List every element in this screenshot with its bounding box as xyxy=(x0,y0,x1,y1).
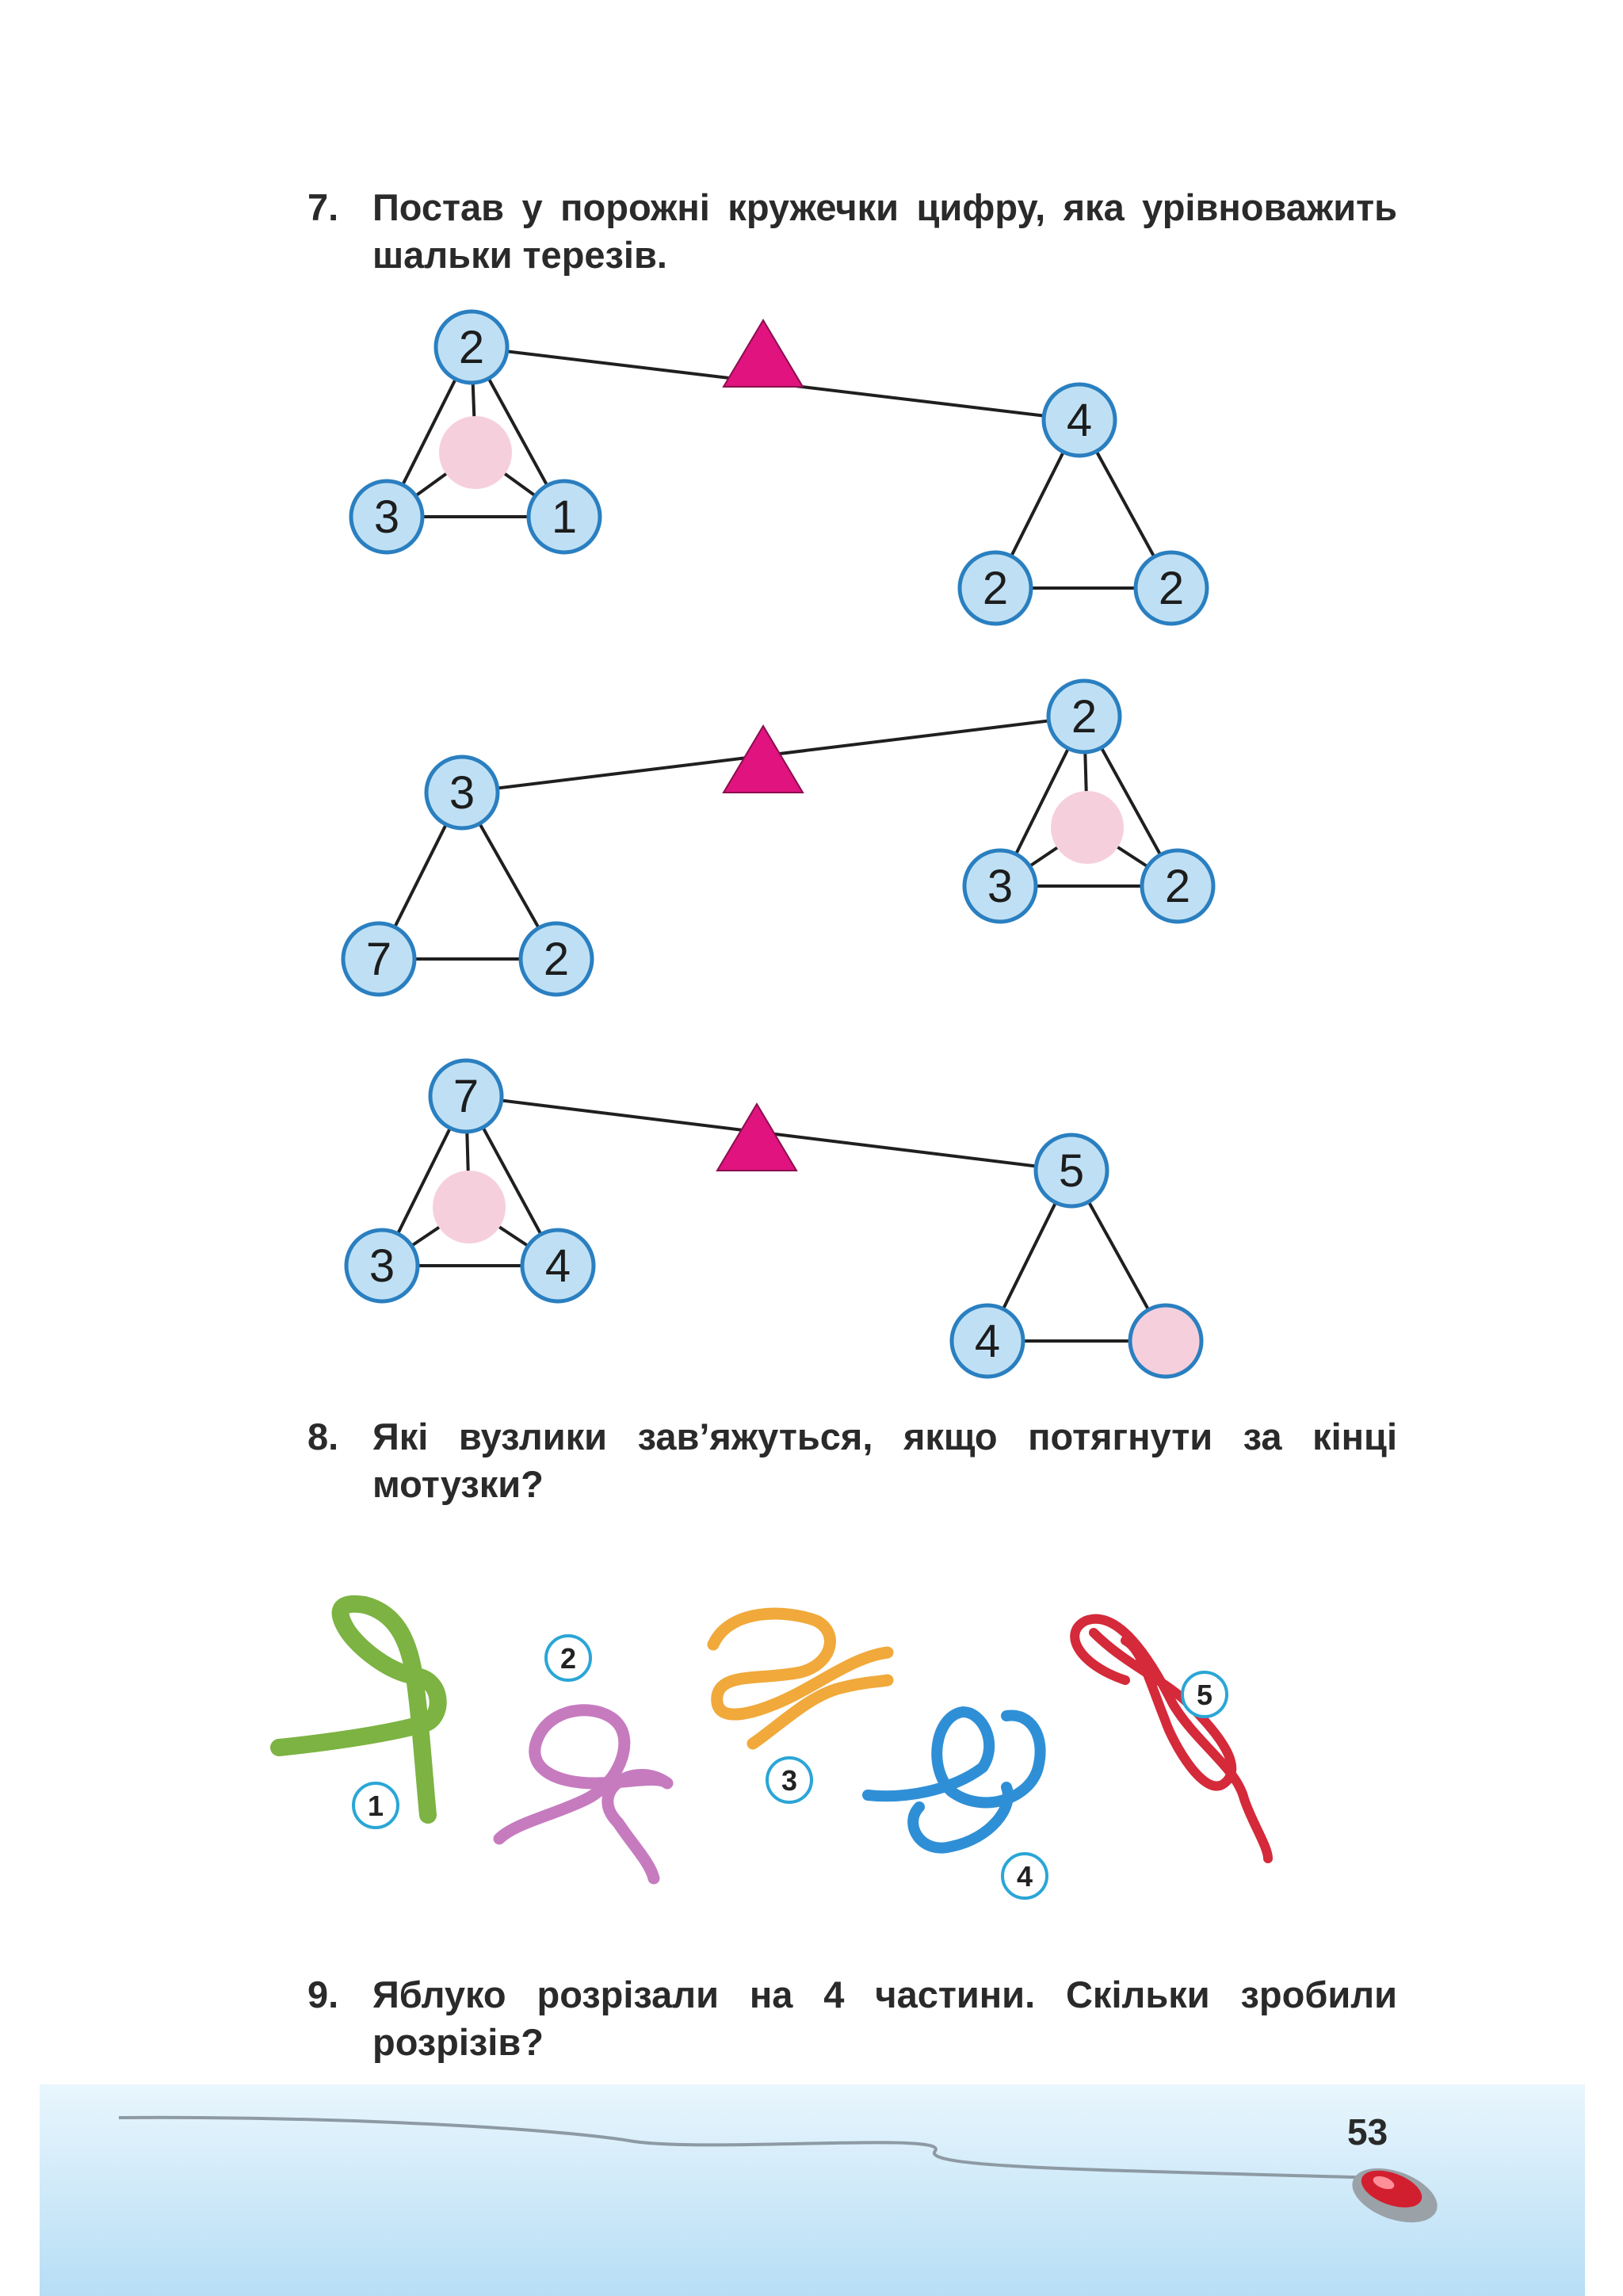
task-8: 8. Які вузлики зав’яжуться, якщо потягну… xyxy=(307,1413,1397,1508)
knot-label-text: 1 xyxy=(368,1790,384,1822)
task-number: 7. xyxy=(307,186,339,228)
node-value: 3 xyxy=(369,1240,395,1292)
node-bottom-left: 3 xyxy=(344,1228,420,1304)
task-number: 9. xyxy=(307,1973,339,2015)
node-top: 3 xyxy=(424,755,500,831)
task-text: Постав у порожні кружечки цифру, яка урі… xyxy=(372,186,1397,276)
node-bottom-left: 7 xyxy=(341,921,417,997)
node-top: 2 xyxy=(433,309,510,385)
node-top: 7 xyxy=(428,1058,504,1134)
node-center-empty[interactable] xyxy=(433,1171,506,1244)
node-bottom-right: 2 xyxy=(1140,848,1216,924)
node-value: 3 xyxy=(987,861,1013,912)
node-center-empty[interactable] xyxy=(439,416,512,489)
knot-5 xyxy=(1070,1614,1273,1863)
left-pan: 2 3 1 xyxy=(349,309,602,555)
node-value: 4 xyxy=(1067,395,1092,446)
mouse-icon xyxy=(1352,2168,1438,2223)
fulcrum-triangle xyxy=(722,724,804,793)
node-value: 2 xyxy=(1165,861,1190,912)
knot-label-2: 2 xyxy=(544,1634,592,1682)
node-top: 5 xyxy=(1033,1133,1109,1209)
knot-4 xyxy=(862,1706,1046,1854)
node-value: 2 xyxy=(544,934,569,985)
task-7: 7. Постав у порожні кружечки цифру, яка … xyxy=(307,184,1397,279)
knot-label-1: 1 xyxy=(352,1782,399,1829)
knot-1 xyxy=(270,1595,447,1824)
node-value: 4 xyxy=(975,1316,1000,1367)
knot-label-4: 4 xyxy=(1001,1852,1048,1900)
node-value: 3 xyxy=(449,767,475,819)
knot-label-text: 4 xyxy=(1017,1860,1033,1893)
node-value: 5 xyxy=(1059,1145,1084,1197)
task-text: Яблуко розрізали на 4 частини. Скільки з… xyxy=(372,1973,1397,2063)
node-value: 4 xyxy=(545,1240,571,1292)
node-bottom-right: 4 xyxy=(520,1228,596,1304)
knot-label-5: 5 xyxy=(1181,1671,1228,1718)
page-number: 53 xyxy=(1347,2111,1388,2153)
node-bottom-right: 1 xyxy=(526,479,602,555)
knot-label-text: 5 xyxy=(1197,1679,1212,1711)
node-top: 2 xyxy=(1046,678,1122,755)
node-value: 7 xyxy=(453,1071,479,1122)
right-pan: 54 xyxy=(949,1133,1204,1379)
balance-1: 2 3 1 4 2 2 xyxy=(349,309,1209,626)
knot-2 xyxy=(493,1704,674,1885)
knot-3 xyxy=(707,1607,894,1750)
node-value: 1 xyxy=(552,491,577,543)
fulcrum-triangle xyxy=(716,1102,798,1171)
node-bottom-left: 2 xyxy=(957,550,1033,626)
task-9: 9. Яблуко розрізали на 4 частини. Скільк… xyxy=(307,1971,1397,2066)
balance-2: 3 7 2 2 3 2 xyxy=(341,678,1216,997)
node-center-empty[interactable] xyxy=(1051,791,1124,864)
left-pan: 7 3 4 xyxy=(344,1058,596,1304)
node-bottom-left: 4 xyxy=(949,1303,1025,1379)
page-footer-band xyxy=(40,2084,1585,2296)
left-pan: 3 7 2 xyxy=(341,755,594,997)
fulcrum-triangle xyxy=(722,319,804,388)
node-bottom-right: 2 xyxy=(518,921,594,997)
node-value: 2 xyxy=(983,563,1008,614)
node-value: 2 xyxy=(1071,691,1097,743)
knot-label-text: 3 xyxy=(781,1764,797,1797)
knot-label-text: 2 xyxy=(560,1642,576,1675)
node-bottom-left: 3 xyxy=(962,848,1038,924)
right-pan: 4 2 2 xyxy=(957,382,1209,626)
node-value: 3 xyxy=(374,491,399,543)
node-value: 7 xyxy=(366,934,391,985)
node-bottom-right[interactable] xyxy=(1128,1303,1204,1379)
node-value: 2 xyxy=(459,322,484,373)
right-pan: 2 3 2 xyxy=(962,678,1216,924)
node-bottom-left: 3 xyxy=(349,479,425,555)
knot-label-3: 3 xyxy=(766,1756,813,1804)
node-bottom-right: 2 xyxy=(1133,550,1209,626)
task-text: Які вузлики зав’яжуться, якщо потягнути … xyxy=(372,1415,1397,1505)
node-value: 2 xyxy=(1159,563,1184,614)
node-top: 4 xyxy=(1041,382,1117,458)
task-number: 8. xyxy=(307,1415,339,1457)
